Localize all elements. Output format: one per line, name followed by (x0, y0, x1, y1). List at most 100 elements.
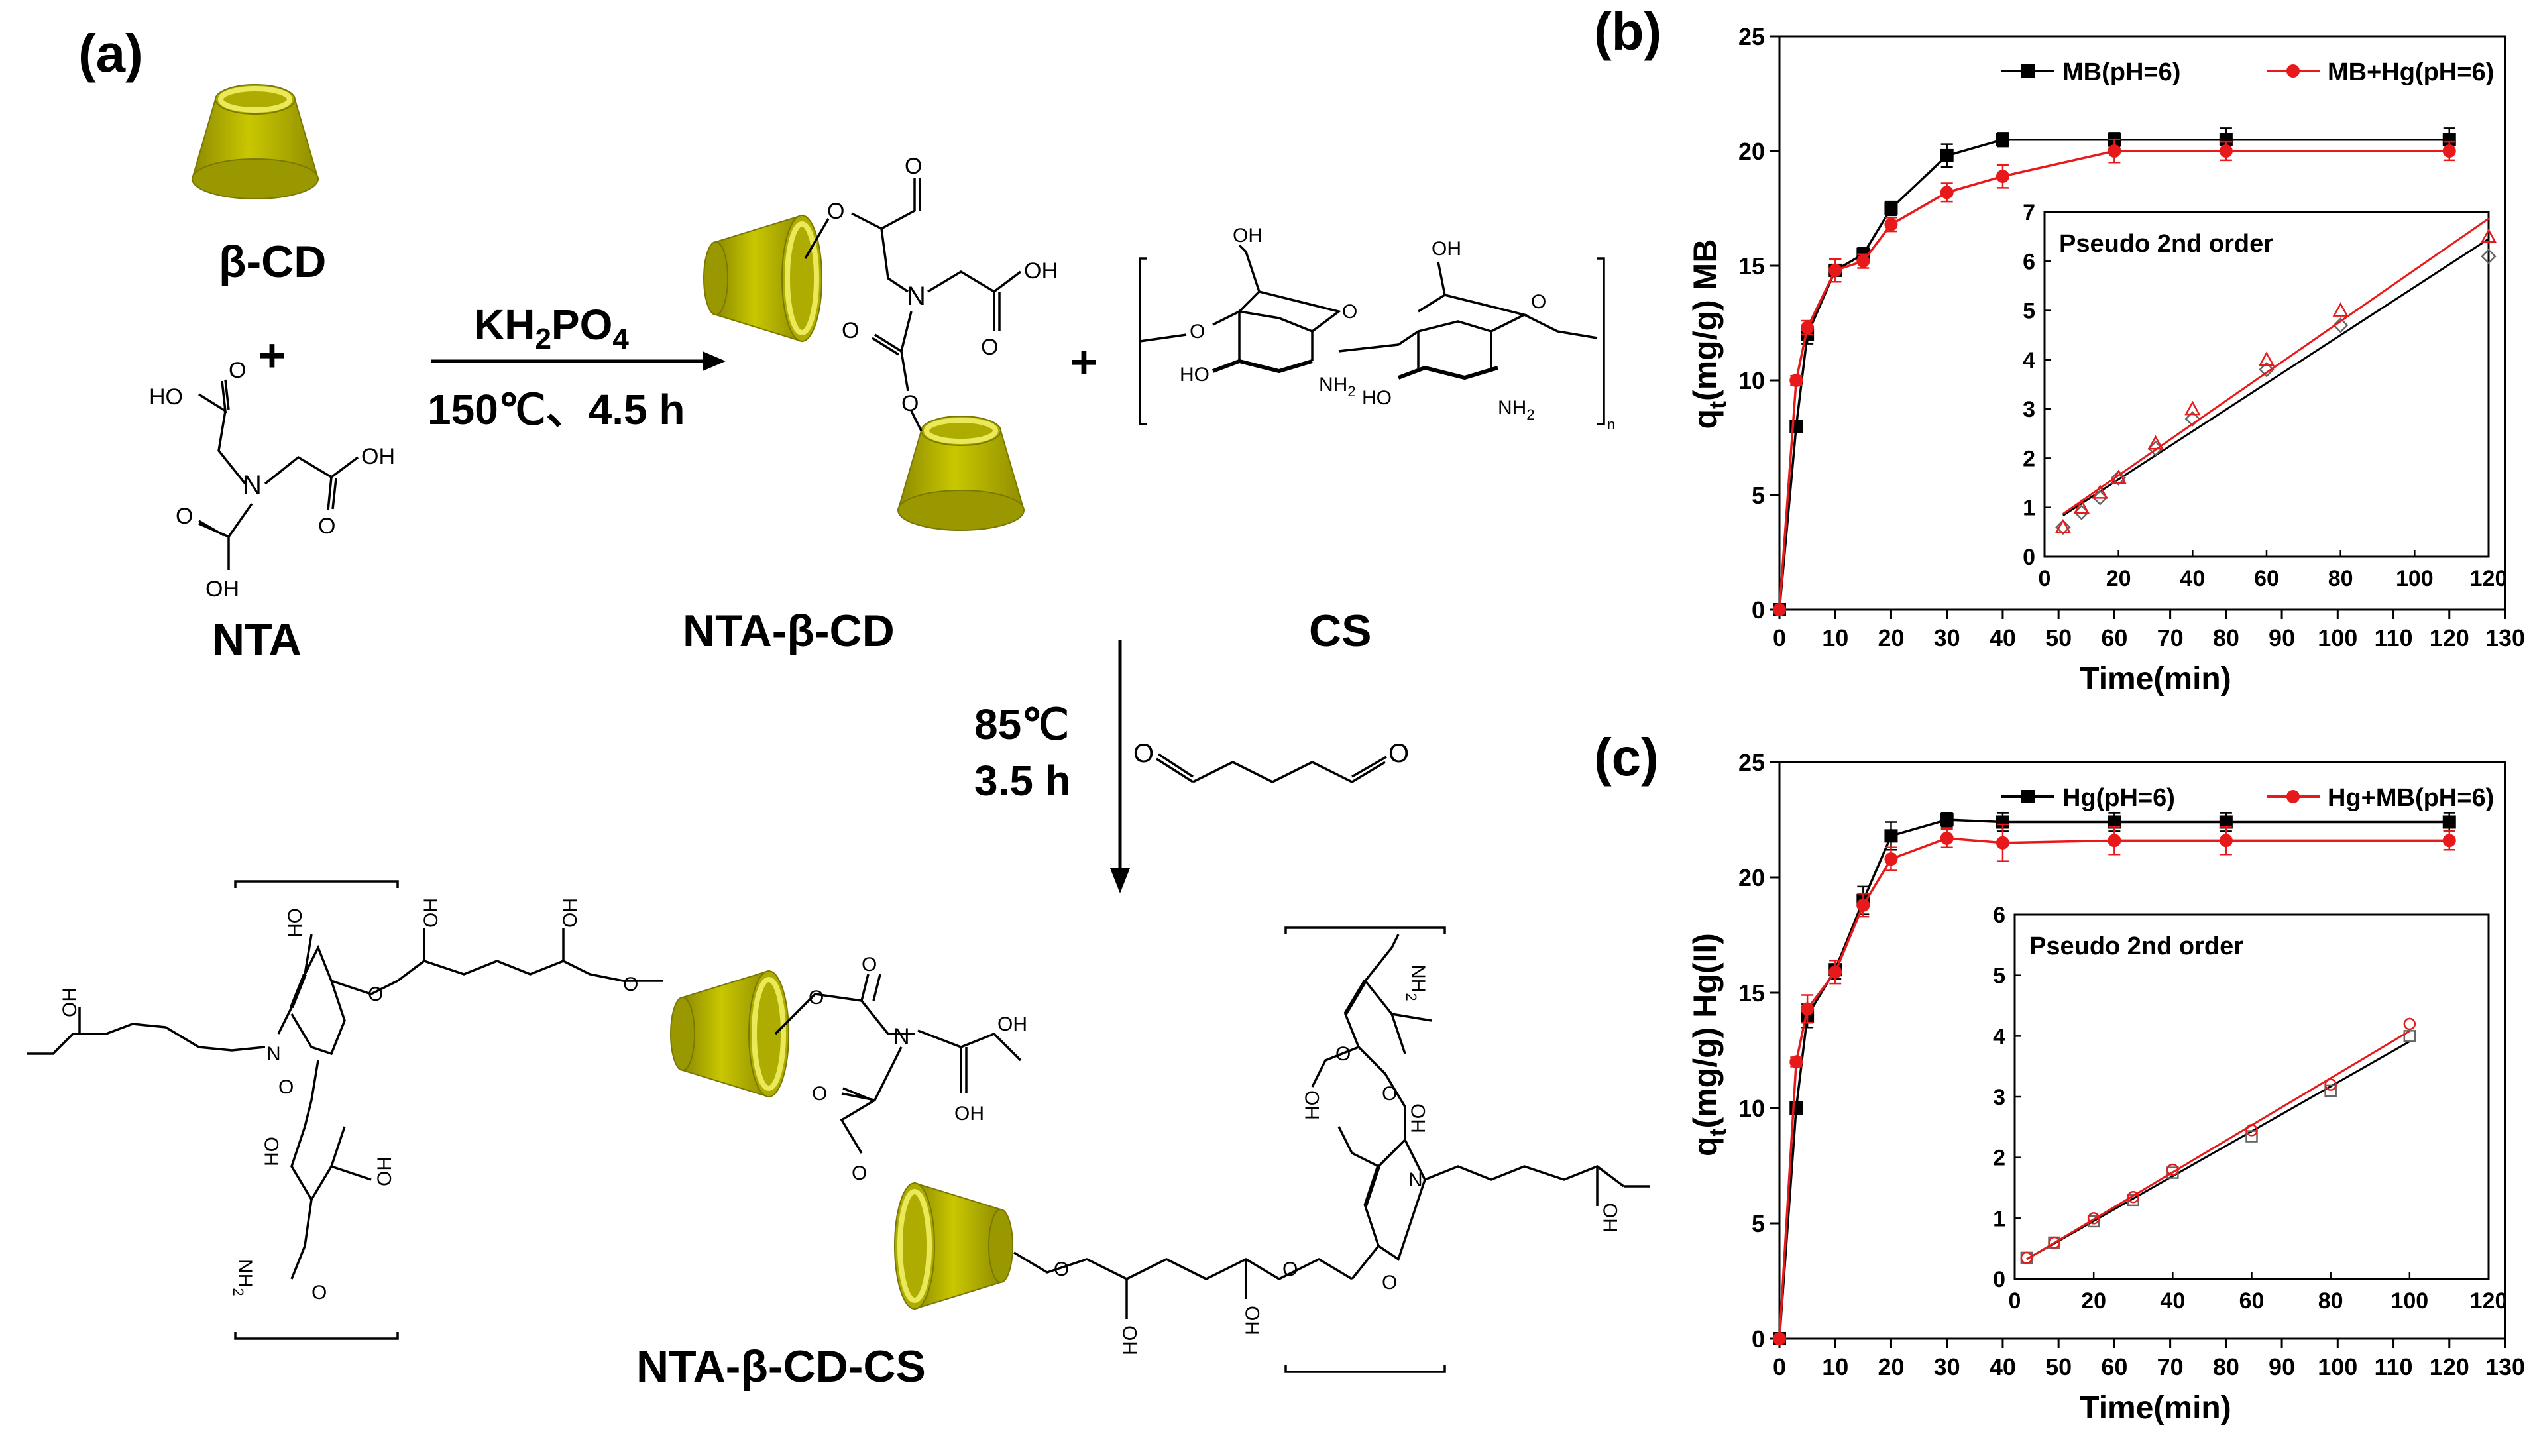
inset-data-point (2245, 1124, 2258, 1137)
inset-data-point (2147, 435, 2164, 450)
plus-sign: + (258, 329, 286, 381)
x-tick-label: 0 (1773, 1353, 1786, 1380)
data-point (1856, 254, 1870, 268)
inset-data-point (2481, 249, 2497, 264)
atom-label: O (318, 514, 335, 539)
atom-label: NH2 (1498, 397, 1535, 423)
y-tick-label: 5 (1752, 482, 1765, 509)
y-axis-label: qt(mg/g) MB (1687, 239, 1731, 429)
legend-marker (2021, 790, 2035, 803)
atom-label: O (311, 1282, 327, 1304)
atom-label: OH (997, 1013, 1027, 1035)
inset-x-tick-label: 60 (2239, 1288, 2265, 1314)
beta-cd-cone-icon (671, 971, 789, 1097)
x-tick-label: 40 (1990, 624, 2016, 651)
atom-label: N (1408, 1169, 1423, 1191)
inset-title: Pseudo 2nd order (2059, 230, 2273, 258)
x-tick-label: 90 (2269, 1353, 2295, 1380)
atom-label: O (842, 318, 859, 343)
atom-label: N (266, 1043, 281, 1065)
y-tick-label: 20 (1738, 864, 1765, 891)
inset-data-point (2184, 411, 2201, 427)
legend-entry: Hg(pH=6) (2062, 784, 2175, 812)
inset-fit-line (2062, 238, 2489, 517)
atom-label: OH (954, 1103, 984, 1125)
y-tick-label: 5 (1752, 1210, 1765, 1237)
nta-beta-cd-structure: O O N OH O O O (804, 154, 1058, 431)
inset-data-point (2184, 400, 2201, 416)
x-tick-label: 60 (2101, 1353, 2127, 1380)
atom-label: O (1190, 321, 1205, 343)
x-tick-label: 50 (2045, 624, 2072, 651)
atom-label: O (862, 954, 877, 976)
inset-data-point (2110, 469, 2127, 484)
atom-label: O (852, 1162, 867, 1184)
atom-label: OH (205, 577, 239, 602)
x-tick-label: 60 (2101, 624, 2127, 651)
panel-label: (c) (1594, 728, 1659, 787)
reaction-scheme: (a) β-CD + HO O N OH O O OH NTA KH2PO4 1… (27, 24, 1650, 1392)
inset-data-point (2110, 470, 2127, 486)
inset-x-tick-label: 0 (2039, 566, 2051, 591)
atom-label: O (623, 974, 638, 995)
inset-y-tick-label: 5 (1993, 964, 2005, 989)
atom-label: HO (1242, 1306, 1264, 1335)
inset-data-point (2332, 302, 2349, 317)
x-tick-label: 90 (2269, 624, 2295, 651)
atom-label: O (1282, 1259, 1298, 1280)
data-point (1996, 170, 2009, 184)
inset-y-tick-label: 0 (2023, 545, 2035, 570)
beta-cd-cone-icon (895, 1183, 1013, 1309)
y-tick-label: 25 (1738, 23, 1765, 50)
data-point (1828, 965, 1842, 979)
atom-label: HO (1362, 387, 1392, 409)
y-tick-label: 0 (1752, 596, 1765, 624)
data-point (1773, 603, 1786, 616)
atom-label: N (243, 471, 262, 500)
atom-label: O (368, 983, 383, 1005)
atom-label: O (1382, 1083, 1397, 1105)
atom-label: O (905, 154, 922, 179)
inset-x-tick-label: 0 (2009, 1288, 2021, 1314)
inset-x-tick-label: 80 (2328, 566, 2353, 591)
atom-label: NH2 (1319, 374, 1356, 400)
beta-cd-cone-icon (898, 416, 1024, 530)
data-point (1789, 1055, 1803, 1069)
atom-label: OH (361, 444, 395, 469)
inset-data-point (2324, 1078, 2337, 1091)
data-point (1856, 898, 1870, 912)
x-tick-label: 130 (2485, 624, 2525, 651)
data-point (2108, 144, 2121, 158)
atom-label: O (1342, 301, 1357, 323)
inset-x-tick-label: 20 (2081, 1288, 2106, 1314)
inset-y-tick-label: 3 (1993, 1085, 2005, 1110)
data-point (1828, 263, 1842, 277)
data-point (1801, 321, 1815, 335)
nta-label: NTA (212, 614, 302, 665)
data-point (1884, 217, 1898, 231)
atom-label: O (176, 504, 193, 529)
data-point (2219, 834, 2233, 848)
data-point (1884, 852, 1898, 866)
plus-sign-2: + (1070, 336, 1097, 388)
inset-x-tick-label: 100 (2390, 1288, 2428, 1314)
data-point (1940, 148, 1954, 162)
y-tick-label: 10 (1738, 1095, 1765, 1122)
data-point (2108, 815, 2121, 829)
inset-x-tick-label: 100 (2396, 566, 2434, 591)
inset-y-tick-label: 3 (2023, 397, 2035, 422)
x-tick-label: 20 (1878, 1353, 1904, 1380)
atom-label: HO (1600, 1203, 1622, 1233)
legend-marker (2286, 64, 2300, 78)
inset-x-tick-label: 120 (2470, 1288, 2508, 1314)
data-point (2219, 815, 2233, 829)
atom-label: N (893, 1024, 910, 1049)
data-point (1789, 1101, 1803, 1115)
inset-data-point (2480, 228, 2497, 243)
y-tick-label: 20 (1738, 138, 1765, 165)
data-point (2442, 144, 2456, 158)
inset-data-point (2054, 518, 2072, 533)
legend-marker (2021, 64, 2035, 78)
